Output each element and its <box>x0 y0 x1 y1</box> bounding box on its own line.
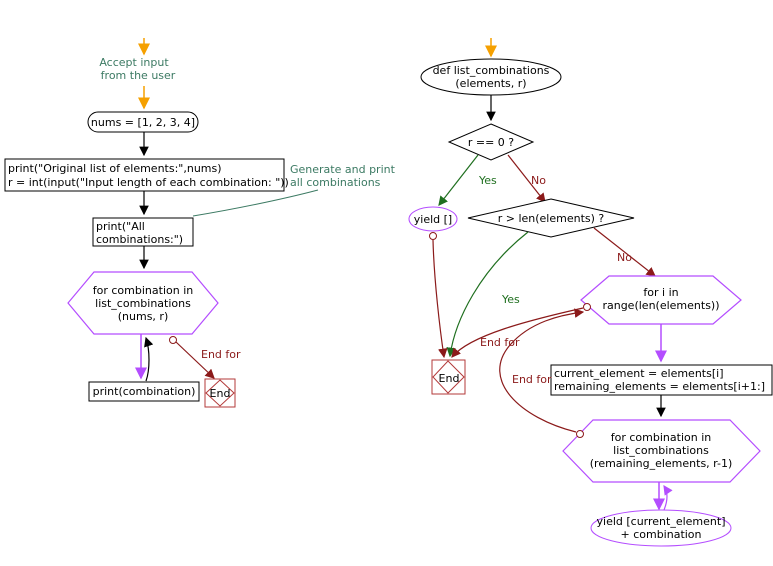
assign-line1: current_element = elements[i] <box>554 367 723 380</box>
print-combination-text: print(combination) <box>93 385 196 398</box>
end-for-label-left: End for <box>201 348 241 361</box>
loop-back-right <box>663 485 673 511</box>
print-all-node <box>92 217 194 247</box>
yes-edge-1 <box>438 154 479 206</box>
assign-line2: remaining_elements = elements[i+1:] <box>554 380 765 393</box>
cond-r0-node <box>447 123 535 161</box>
comment-accept-input: Accept input <box>99 56 169 69</box>
end-for-edge-left <box>175 341 215 379</box>
no-label-1: No <box>531 174 546 187</box>
end-for-label-1: End for <box>480 336 520 349</box>
end-node-right-diamond <box>432 360 465 394</box>
for-c-line3: (remaining_elements, r-1) <box>590 457 733 470</box>
end-text-left: End <box>210 387 231 400</box>
end-for-label-2: End for <box>512 373 552 386</box>
def-line1: def list_combinations <box>433 64 550 77</box>
loop-back-left <box>144 336 154 382</box>
for-combination-right-node <box>562 419 761 483</box>
comment-connector <box>192 189 319 217</box>
for-c-line1: for combination in <box>611 431 711 444</box>
yield-combination-node <box>590 509 732 547</box>
nums-assign-node <box>87 111 199 133</box>
cond-len-node <box>467 198 635 238</box>
right-flow: def list_combinations (elements, r) r ==… <box>408 38 773 547</box>
def-line2: (elements, r) <box>455 77 526 90</box>
yield-empty-connector <box>429 232 437 240</box>
yes-edge-2 <box>446 231 529 358</box>
nums-assign-text: nums = [1, 2, 3, 4] <box>91 116 195 129</box>
comment-from-user: from the user <box>101 69 176 82</box>
print-combination-node <box>88 381 200 402</box>
print-all-line2: combinations:") <box>96 233 183 246</box>
for-i-node <box>580 275 742 325</box>
no-label-2: No <box>617 251 632 264</box>
end-node-right <box>431 359 466 395</box>
left-flow: Accept input from the user nums = [1, 2,… <box>4 38 396 408</box>
for-i-line2: range(len(elements)) <box>602 299 719 312</box>
yes-label-2: Yes <box>501 293 520 306</box>
comment-all-combinations: all combinations <box>290 176 381 189</box>
input-length-text: r = int(input("Input length of each comb… <box>8 176 289 189</box>
no-edge-1 <box>507 154 546 203</box>
cond-len-text: r > len(elements) ? <box>498 212 605 225</box>
end-for-edge-2 <box>499 308 585 433</box>
end-for-edge-1 <box>451 307 584 358</box>
for-c-end-connector <box>576 430 584 438</box>
for-left-line2: list_combinations <box>95 297 191 310</box>
print-all-line1: print("All <box>96 220 145 233</box>
cond-r0-text: r == 0 ? <box>468 136 514 149</box>
for-left-line1: for combination in <box>93 284 193 297</box>
yield-line1: yield [current_element] <box>597 515 726 528</box>
yield-empty-to-end <box>432 239 448 359</box>
comment-generate-print: Generate and print <box>290 163 396 176</box>
for-combination-node <box>67 271 219 335</box>
end-text-right: End <box>439 372 460 385</box>
for-c-line2: list_combinations <box>613 444 709 457</box>
end-node-left-diamond <box>205 379 235 407</box>
yield-empty-text: yield [] <box>414 213 452 226</box>
yes-label-1: Yes <box>478 174 497 187</box>
yield-line2: + combination <box>620 528 701 541</box>
end-node-left <box>204 378 236 408</box>
print-original-text: print("Original list of elements:",nums) <box>8 162 222 175</box>
no-edge-2 <box>593 227 656 277</box>
end-for-connector-left <box>169 336 177 344</box>
for-i-end-connector <box>583 303 591 311</box>
for-i-line1: for i in <box>643 286 678 299</box>
yield-empty-node <box>408 206 458 232</box>
for-left-line3: (nums, r) <box>118 310 169 323</box>
